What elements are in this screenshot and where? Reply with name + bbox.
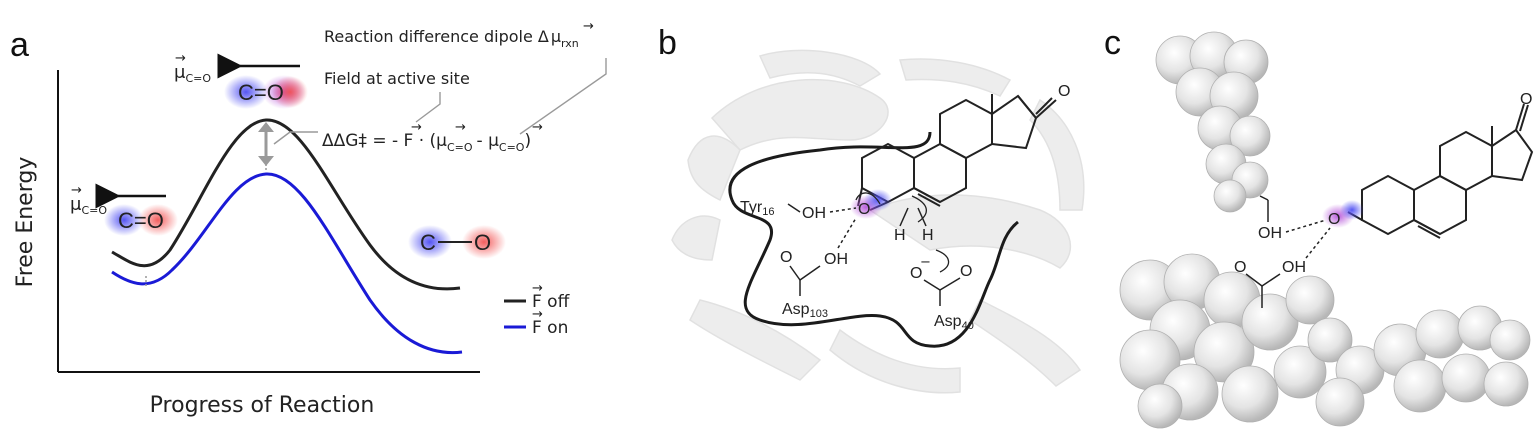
field-leader (415, 92, 441, 123)
hbond-acid-c (1305, 227, 1331, 259)
svg-text:OH: OH (1282, 259, 1306, 276)
svg-text:Asp40: Asp40 (934, 313, 974, 332)
tyr-oh-c: OH (1258, 225, 1282, 242)
protein-ribbon (671, 49, 1085, 394)
sphere-cluster-top (1155, 31, 1271, 213)
asp103: O OH Asp103 (780, 249, 848, 320)
svg-text:O: O (960, 263, 972, 280)
legend: F off → F on → (504, 281, 571, 338)
h-atom-2: H (922, 227, 934, 244)
vec-arrow-f: → (411, 120, 422, 135)
asp-acid-c: O OH (1234, 259, 1306, 308)
reactant-molecule: C=O (104, 204, 178, 236)
svg-text:C: C (420, 230, 436, 255)
panel-letter-a: a (10, 26, 29, 64)
vec-arrow-legend-on: → (532, 307, 543, 322)
hbond-tyr (829, 207, 857, 213)
svg-text:O: O (1234, 259, 1246, 276)
y-axis-label: Free Energy (13, 157, 38, 288)
panel-letter-c: c (1104, 24, 1121, 62)
x-axis-label: Progress of Reaction (150, 393, 375, 418)
active-site-pocket (728, 131, 1019, 348)
svg-text:O: O (910, 265, 922, 282)
svg-text:−: − (920, 255, 931, 270)
panel-a: a Free Energy Progress of Reaction ΔΔG‡ … (10, 19, 607, 418)
vec-arrow-mu-rs: → (532, 120, 543, 135)
legend-label-off: F off (532, 292, 571, 312)
legend-label-on: F on (532, 318, 568, 338)
hbond-tyr-c (1285, 219, 1327, 233)
ketone-oxygen-top-c: O (1520, 91, 1532, 108)
ketone-oxygen-top-b: O (1058, 83, 1070, 100)
h-atom-1: H (894, 227, 906, 244)
ddg-leader (273, 131, 318, 145)
product-molecule: C O (408, 225, 506, 259)
curve-field-on (111, 172, 463, 355)
vec-arrow-rs-label: → (71, 183, 82, 198)
curved-arrow-2 (911, 195, 927, 223)
svg-text:O: O (780, 249, 792, 266)
panel-letter-b: b (658, 24, 677, 62)
ddg-arrow-head-down (258, 156, 274, 166)
curved-arrow-1 (855, 192, 881, 205)
panel-c: c (1104, 24, 1534, 429)
vec-arrow-ts-label: → (175, 51, 186, 66)
curved-arrow-3 (935, 249, 950, 273)
svg-text:O: O (474, 230, 491, 255)
steroid-structure-c (1347, 103, 1534, 239)
svg-text:C=O: C=O (118, 208, 164, 233)
note-field: Field at active site (324, 69, 470, 88)
tyr16-oh: OH (802, 205, 826, 222)
svg-text:Asp103: Asp103 (782, 301, 828, 320)
hbond-asp103 (837, 217, 857, 249)
tyr16-label: Tyr16 (740, 199, 774, 218)
panel-b: b (658, 24, 1085, 394)
ddg-equation: ΔΔG‡ = - F · (μC=O- μC=O) (322, 131, 531, 154)
ketone-oxygen-b: O (858, 201, 870, 218)
curve-field-off (111, 118, 461, 291)
vec-arrow-mu-rxn: → (583, 19, 594, 34)
vec-arrow-mu-ts: → (455, 120, 466, 135)
svg-text:OH: OH (824, 251, 848, 268)
ketone-oxygen-c: O (1328, 211, 1340, 228)
asp40: O − O Asp40 (910, 255, 974, 332)
svg-text:C=O: C=O (238, 80, 284, 105)
sphere-cluster-bottom (1119, 253, 1531, 429)
dipole-leader (519, 58, 607, 135)
ddg-arrow-head-up (258, 122, 274, 132)
vec-arrow-legend-off: → (532, 281, 543, 296)
ts-molecule: C=O (224, 75, 308, 109)
